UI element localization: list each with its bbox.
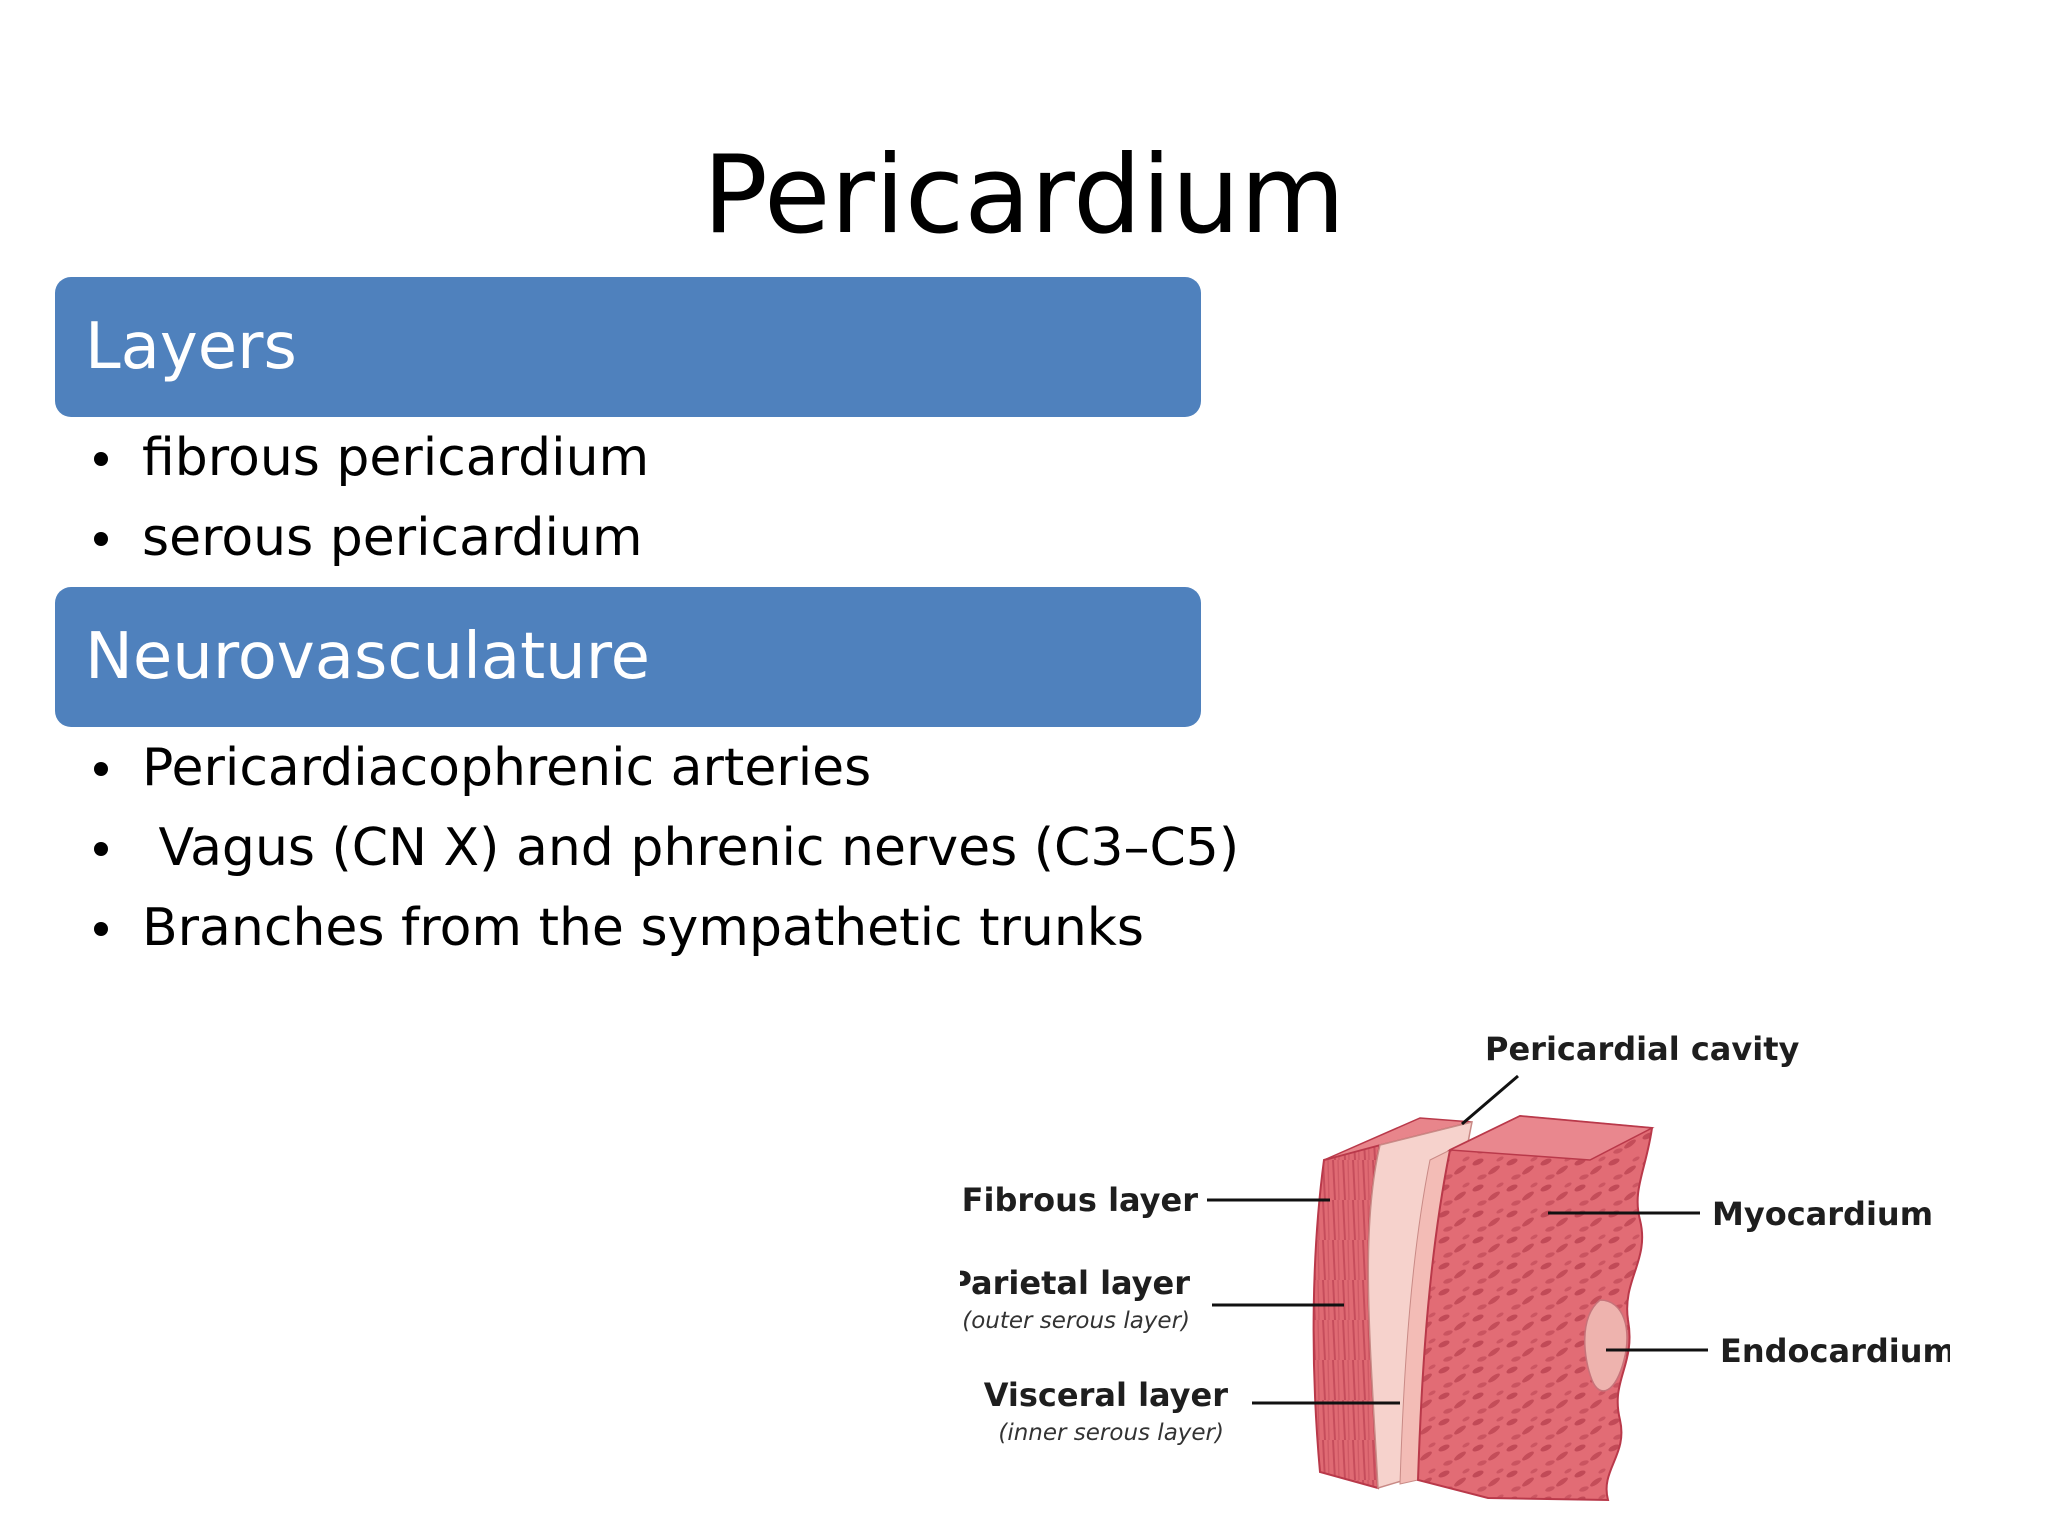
slide-title: Pericardium bbox=[702, 133, 1346, 258]
layers-list: fibrous pericardium serous pericardium bbox=[90, 418, 649, 578]
label-parietal-layer: Parietal layer bbox=[960, 1264, 1190, 1302]
myocardium-top bbox=[1447, 1115, 1655, 1161]
label-visceral-layer: Visceral layer bbox=[984, 1376, 1229, 1414]
list-item: serous pericardium bbox=[90, 498, 649, 578]
neurovasculature-list: Pericardiacophrenic arteries Vagus (CN X… bbox=[90, 728, 1239, 968]
pericardium-layers-diagram: Pericardial cavity Fibrous layer Parieta… bbox=[960, 1030, 1950, 1502]
label-fibrous-layer: Fibrous layer bbox=[962, 1181, 1199, 1219]
section-header-neurovasculature: Neurovasculature bbox=[55, 587, 1201, 727]
list-item: Vagus (CN X) and phrenic nerves (C3–C5) bbox=[90, 808, 1239, 888]
list-item: fibrous pericardium bbox=[90, 418, 649, 498]
leader-pericardial-cavity bbox=[1461, 1074, 1519, 1126]
section-header-layers: Layers bbox=[55, 277, 1201, 417]
label-endocardium: Endocardium bbox=[1720, 1332, 1950, 1370]
list-item: Branches from the sympathetic trunks bbox=[90, 888, 1239, 968]
list-item: Pericardiacophrenic arteries bbox=[90, 728, 1239, 808]
endocardium-shape bbox=[1584, 1299, 1628, 1392]
label-parietal-sub: (outer serous layer) bbox=[962, 1308, 1190, 1334]
label-pericardial-cavity: Pericardial cavity bbox=[1485, 1030, 1800, 1068]
label-myocardium: Myocardium bbox=[1712, 1195, 1933, 1233]
label-visceral-sub: (inner serous layer) bbox=[998, 1420, 1224, 1446]
